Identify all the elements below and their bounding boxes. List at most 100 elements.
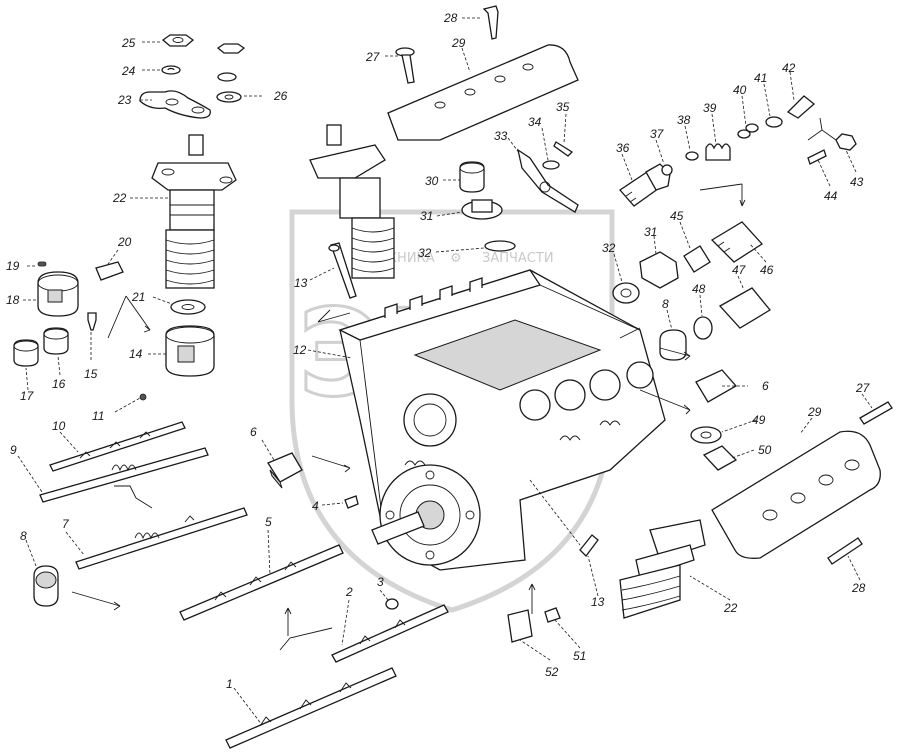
callout-label: 5 — [265, 515, 272, 529]
callout-label: 13 — [591, 595, 605, 609]
callout-label: 49 — [752, 413, 766, 427]
rack-9 — [39, 447, 209, 503]
callout-label: 35 — [556, 100, 570, 114]
washer-38 — [685, 151, 699, 161]
callout-label: 36 — [616, 141, 630, 155]
callout-label: 13 — [294, 276, 308, 290]
screw-11 — [139, 393, 147, 401]
callout-label: 52 — [545, 665, 559, 679]
callout-label: 6 — [762, 379, 769, 393]
callout-label: 41 — [754, 71, 767, 85]
callout-label: 25 — [121, 36, 136, 50]
callout-label: 47 — [732, 263, 747, 277]
callout-label: 34 — [528, 115, 542, 129]
gear-icon: ⚙ — [450, 251, 462, 266]
callout-label: 33 — [494, 129, 508, 143]
pump-element-22-left — [151, 134, 237, 289]
callout-label: 24 — [121, 64, 136, 78]
callout-label: 44 — [824, 189, 838, 203]
callout-label: 40 — [733, 83, 747, 97]
coupling-6-right — [695, 369, 738, 403]
callout-label: 50 — [758, 443, 772, 457]
callout-label: 39 — [703, 101, 717, 115]
callout-label: 28 — [851, 581, 866, 595]
rack-5 — [179, 544, 344, 621]
screw-51 — [544, 607, 561, 623]
bushing-17 — [13, 339, 39, 367]
callout-label: 14 — [129, 347, 143, 361]
callout-label: 10 — [52, 419, 66, 433]
callout-label: 31 — [420, 209, 433, 223]
pump-housing-12 — [309, 124, 666, 571]
plug-3 — [385, 598, 399, 610]
plug-50 — [702, 445, 738, 471]
washer-26 — [216, 91, 242, 103]
callout-label: 31 — [644, 225, 657, 239]
screw-28-top — [482, 5, 499, 40]
cover-29-right — [711, 430, 881, 559]
plunger-hardware — [13, 34, 246, 377]
callout-label: 37 — [650, 127, 665, 141]
control-racks — [33, 393, 449, 749]
collar-8-right — [659, 329, 687, 361]
callout-label: 38 — [677, 113, 691, 127]
callout-label: 29 — [451, 36, 466, 50]
callout-label: 22 — [723, 601, 738, 615]
callout-label: 16 — [52, 377, 66, 391]
callout-label: 9 — [10, 443, 17, 457]
rack-1 — [225, 667, 397, 749]
plug-30 — [459, 161, 485, 193]
fitting-31-right — [639, 251, 679, 289]
callout-label: 29 — [807, 405, 822, 419]
callout-label: 28 — [443, 11, 458, 25]
callout-label: 6 — [250, 425, 257, 439]
nut-43 — [835, 133, 857, 151]
washer-49 — [690, 426, 722, 444]
union-46 — [710, 221, 763, 263]
lever-33 — [517, 148, 579, 213]
pin-44 — [807, 149, 827, 165]
washer-32-top — [484, 240, 516, 252]
leader-lines — [17, 17, 873, 726]
screw-27-right — [859, 401, 893, 425]
callout-label: 12 — [293, 343, 307, 357]
callout-label: 11 — [92, 409, 104, 423]
union-47 — [718, 287, 771, 329]
callout-label: 32 — [418, 246, 432, 260]
lock-washer-24b — [217, 72, 237, 82]
o-ring-48 — [693, 316, 713, 340]
washer-40a — [737, 129, 751, 139]
plate-52 — [507, 609, 533, 643]
screw-15 — [87, 312, 97, 331]
callout-label: 18 — [6, 293, 20, 307]
callout-label: 19 — [6, 259, 20, 273]
assembly-arrows — [71, 117, 837, 651]
nut-25 — [161, 34, 195, 47]
callout-label: 22 — [112, 191, 127, 205]
callout-label: 48 — [692, 282, 706, 296]
screw-42 — [786, 95, 816, 119]
washer-21 — [170, 299, 206, 315]
callout-label: 1 — [226, 677, 233, 691]
callout-label: 3 — [377, 575, 384, 589]
spacer-45 — [683, 245, 711, 273]
callout-label: 7 — [62, 517, 70, 531]
cover-group-top — [387, 5, 579, 252]
callout-label: 23 — [117, 93, 132, 107]
screw-28-right — [827, 537, 863, 565]
washer-41 — [765, 116, 783, 128]
bolt-13-lower — [579, 534, 599, 557]
callout-label: 27 — [365, 50, 381, 64]
pin-35 — [553, 141, 574, 157]
callout-label: 45 — [670, 209, 684, 223]
callout-label: 15 — [84, 367, 98, 381]
callout-label: 30 — [425, 174, 439, 188]
callout-label: 42 — [782, 61, 796, 75]
watermark-caption-right: ЗАПЧАСТИ — [482, 251, 554, 266]
callout-label: 4 — [312, 499, 319, 513]
callout-label: 20 — [117, 235, 132, 249]
nut-25b — [216, 43, 246, 54]
callout-label: 32 — [602, 241, 616, 255]
bushing-16 — [43, 327, 69, 355]
